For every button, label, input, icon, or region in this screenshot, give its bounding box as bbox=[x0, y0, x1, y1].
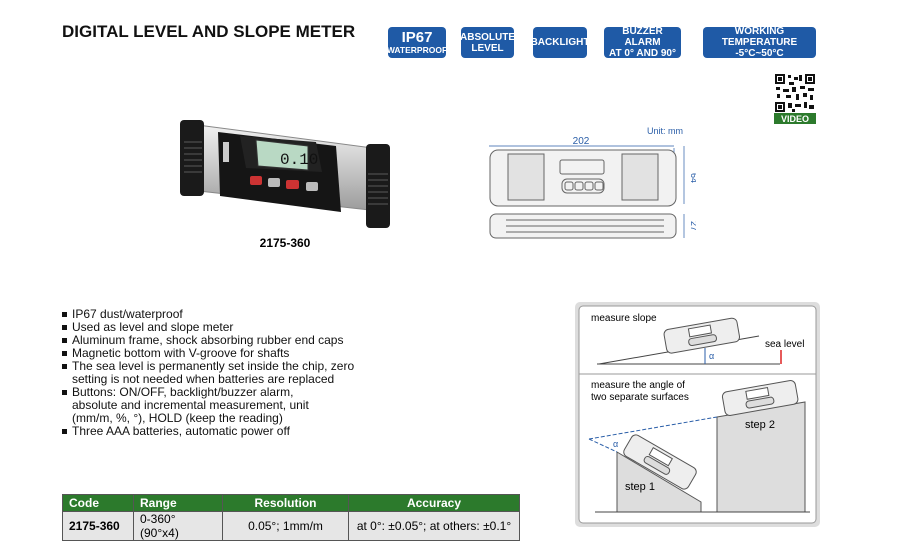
feature-item: Three AAA batteries, automatic power off bbox=[62, 425, 392, 438]
step2-label: step 2 bbox=[745, 419, 775, 431]
qr-code-video-link[interactable]: VIDEO bbox=[774, 73, 816, 124]
feature-item: Used as level and slope meter bbox=[62, 321, 392, 334]
alpha-label: α bbox=[709, 351, 714, 361]
page-title: DIGITAL LEVEL AND SLOPE METER bbox=[62, 22, 356, 41]
badge-text: BACKLIGHT bbox=[530, 37, 590, 48]
feature-item: The sea level is permanently set inside … bbox=[62, 360, 392, 386]
badge-text: LEVEL bbox=[471, 42, 504, 54]
cell-resolution: 0.05°; 1mm/m bbox=[222, 511, 349, 541]
spec-table: Code Range Resolution Accuracy 2175-360 … bbox=[62, 494, 520, 541]
feature-item: IP67 dust/waterproof bbox=[62, 308, 392, 321]
level-on-step1 bbox=[623, 434, 697, 490]
table-header-row: Code Range Resolution Accuracy bbox=[62, 494, 520, 512]
sea-level-label: sea level bbox=[765, 339, 804, 350]
cell-code: 2175-360 bbox=[62, 511, 134, 541]
badge-text: WATERPROOF bbox=[386, 44, 448, 55]
qr-video-label: VIDEO bbox=[781, 114, 809, 124]
badge-text: IP67 bbox=[401, 28, 433, 46]
depth-dimension: 27 bbox=[689, 221, 696, 231]
cell-accuracy: at 0°: ±0.05°; at others: ±0.1° bbox=[348, 511, 520, 541]
cell-range: 0-360° (90°x4) bbox=[133, 511, 223, 541]
table-row: 2175-360 0-360° (90°x4) 0.05°; 1mm/m at … bbox=[62, 511, 520, 541]
col-range: Range bbox=[133, 494, 223, 512]
unit-label: Unit: mm bbox=[647, 126, 683, 136]
height-dimension: 64 bbox=[689, 173, 696, 183]
feature-item: Buttons: ON/OFF, backlight/buzzer alarm,… bbox=[62, 386, 312, 425]
dimension-drawing: 202 64 27 bbox=[489, 136, 696, 239]
badge-text: WORKING TEMPERATURE bbox=[721, 26, 798, 48]
angle-label-line1: measure the angle of bbox=[591, 380, 685, 391]
product-code-caption: 2175-360 bbox=[259, 236, 311, 250]
badge-temperature: WORKING TEMPERATURE-5°C~50°C bbox=[703, 26, 816, 59]
badge-text: AT 0° AND 90° bbox=[609, 48, 676, 59]
col-resolution: Resolution bbox=[222, 494, 349, 512]
usage-diagram: measure slope α sea level measure the an… bbox=[575, 302, 820, 527]
feature-item: Magnetic bottom with V-groove for shafts bbox=[62, 347, 392, 360]
feature-item: Aluminum frame, shock absorbing rubber e… bbox=[62, 334, 392, 347]
step1-label: step 1 bbox=[625, 481, 655, 493]
level-on-slope bbox=[663, 317, 741, 354]
length-dimension: 202 bbox=[573, 136, 590, 147]
feature-list: IP67 dust/waterproof Used as level and s… bbox=[62, 308, 392, 438]
lcd-reading: 0.10 bbox=[280, 151, 318, 169]
badge-text: ABSOLUTE bbox=[460, 31, 515, 43]
product-photo: 0.10 bbox=[180, 120, 390, 228]
col-code: Code bbox=[62, 494, 134, 512]
angle-label-line2: two separate surfaces bbox=[591, 392, 689, 403]
badge-backlight: BACKLIGHT bbox=[530, 27, 590, 58]
alpha-angle-label: α bbox=[613, 439, 618, 449]
measure-slope-label: measure slope bbox=[591, 313, 657, 324]
level-on-step2 bbox=[721, 380, 799, 416]
badge-text: -5°C~50°C bbox=[735, 48, 784, 59]
col-accuracy: Accuracy bbox=[348, 494, 520, 512]
badge-text: BUZZER ALARM bbox=[622, 26, 663, 48]
